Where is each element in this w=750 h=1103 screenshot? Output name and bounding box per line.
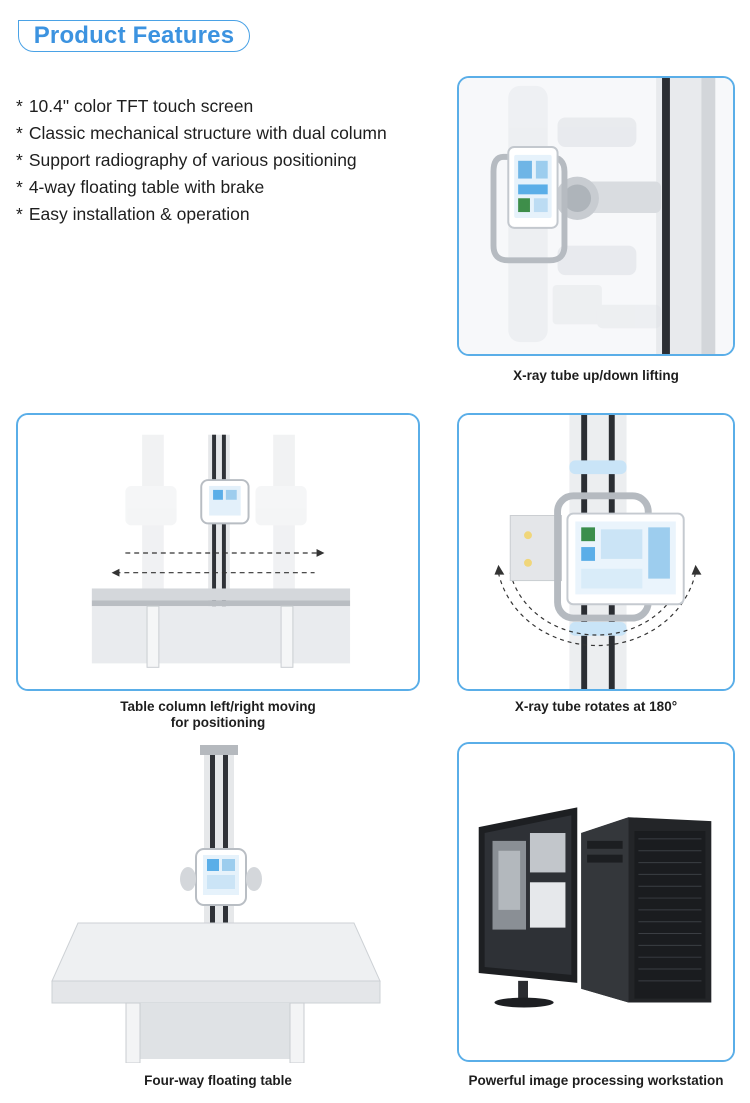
workstation-image xyxy=(457,742,735,1062)
feature-item: *4-way floating table with brake xyxy=(16,177,265,197)
table-column-caption: Table column left/right moving for posit… xyxy=(120,699,316,730)
tube-rotate-caption: X-ray tube rotates at 180° xyxy=(514,699,678,714)
section-title: Product Features xyxy=(33,22,235,49)
feature-item: *Easy installation & operation xyxy=(16,204,250,224)
workstation-caption: Powerful image processing workstation xyxy=(468,1073,724,1088)
feature-item: *10.4" color TFT touch screen xyxy=(16,96,254,116)
table-column-image xyxy=(16,413,420,691)
feature-item: *Classic mechanical structure with dual … xyxy=(16,123,387,143)
floating-table-caption: Four-way floating table xyxy=(144,1073,292,1088)
section-title-badge: Product Features xyxy=(18,20,250,52)
floating-table-image xyxy=(50,745,386,1064)
feature-item: *Support radiography of various position… xyxy=(16,150,357,170)
tube-lifting-image xyxy=(457,76,735,356)
tube-rotate-image xyxy=(457,413,735,691)
feature-list: *10.4" color TFT touch screen *Classic m… xyxy=(16,93,387,228)
tube-lifting-caption: X-ray tube up/down lifting xyxy=(513,368,679,383)
